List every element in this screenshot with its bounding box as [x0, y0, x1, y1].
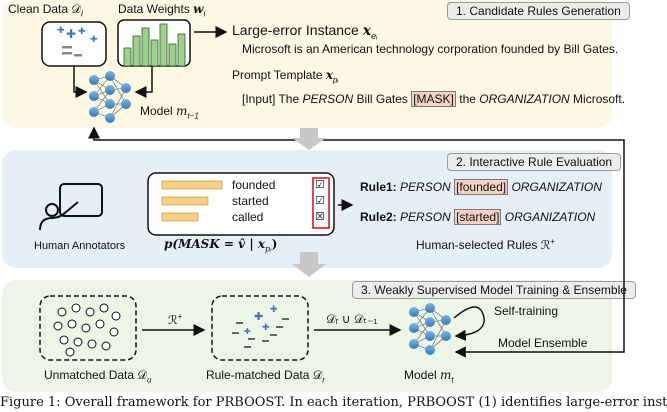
data-weights-label: Data Weights wi	[118, 2, 206, 19]
human-annotators-label: Human Annotators	[34, 240, 126, 252]
figure-caption: Figure 1: Overall framework for PRBOOST.…	[0, 395, 667, 410]
model-t-network	[409, 303, 451, 355]
candidate-founded: founded	[232, 178, 276, 192]
checkbox-called[interactable]: ☒	[315, 211, 325, 223]
unmatched-data-box	[39, 295, 137, 361]
checkbox-founded[interactable]: ☑	[315, 179, 325, 191]
stage2-label: 2. Interactive Rule Evaluation	[447, 153, 622, 171]
candidate-called: called	[232, 210, 264, 224]
human-annotator-icon	[39, 183, 103, 231]
model-t-minus-1-network	[89, 71, 131, 123]
stage3-label: 3. Weakly Supervised Model Training & En…	[352, 281, 636, 299]
rule2: Rule2: PERSON [started] ORGANIZATION	[360, 209, 596, 225]
svg-text:✚: ✚	[57, 26, 65, 36]
instance-text: Microsoft is an American technology corp…	[242, 42, 619, 56]
model-t-label: Model mt	[404, 368, 454, 385]
checkbox-column	[312, 177, 330, 229]
stage1-label: 1. Candidate Rules Generation	[447, 2, 630, 20]
clean-data-box: ✚ ✚ ✚ ✚	[41, 21, 107, 67]
prompt-template-label: Prompt Template xpᵢ	[232, 68, 339, 85]
candidate-started: started	[232, 194, 269, 208]
checkbox-started[interactable]: ☑	[315, 195, 325, 207]
large-error-label: Large-error Instance xeᵢ	[232, 22, 378, 41]
diagram-graphics: ✚ ✚ ✚ ✚	[39, 19, 625, 361]
svg-text:✚: ✚	[66, 27, 76, 41]
model-ensemble-label: Model Ensemble	[498, 336, 588, 350]
svg-text:✚: ✚	[90, 35, 98, 45]
svg-text:✚: ✚	[78, 27, 86, 37]
svg-text:✚: ✚	[262, 323, 270, 333]
human-selected-rules-label: Human-selected Rules ℛ+	[416, 237, 555, 252]
svg-text:✚: ✚	[244, 327, 251, 336]
data-weights-chart	[117, 19, 191, 67]
unmatched-data-label: Unmatched Data 𝒟u	[44, 368, 152, 385]
rule-matched-data-label: Rule-matched Data 𝒟r	[206, 368, 325, 385]
model-t-minus-1-label: Model mt−1	[140, 104, 199, 121]
svg-text:✚: ✚	[270, 305, 278, 315]
probability-formula: p(MASK = v̂ | xpᵢ)	[164, 237, 278, 254]
svg-text:✚: ✚	[254, 310, 263, 323]
prompt-template-text: [Input] The PERSON Bill Gates [MASK] the…	[242, 91, 626, 107]
checkbox-marks[interactable]: ☑ ☑ ☒	[315, 177, 325, 225]
rules-arrow-label: ℛ+	[168, 312, 183, 327]
rule-matched-data-box: ✚ ✚ ✚ ✚	[211, 295, 309, 361]
data-union-label: 𝒟ᵣ ∪ 𝒟ₜ₋₁	[326, 312, 378, 326]
rule1: Rule1: PERSON [founded] ORGANIZATION	[360, 179, 602, 195]
clean-data-label: Clean Data 𝒟l	[8, 2, 83, 19]
mask-token: [MASK]	[411, 91, 456, 107]
self-training-label: Self-training	[494, 304, 559, 318]
